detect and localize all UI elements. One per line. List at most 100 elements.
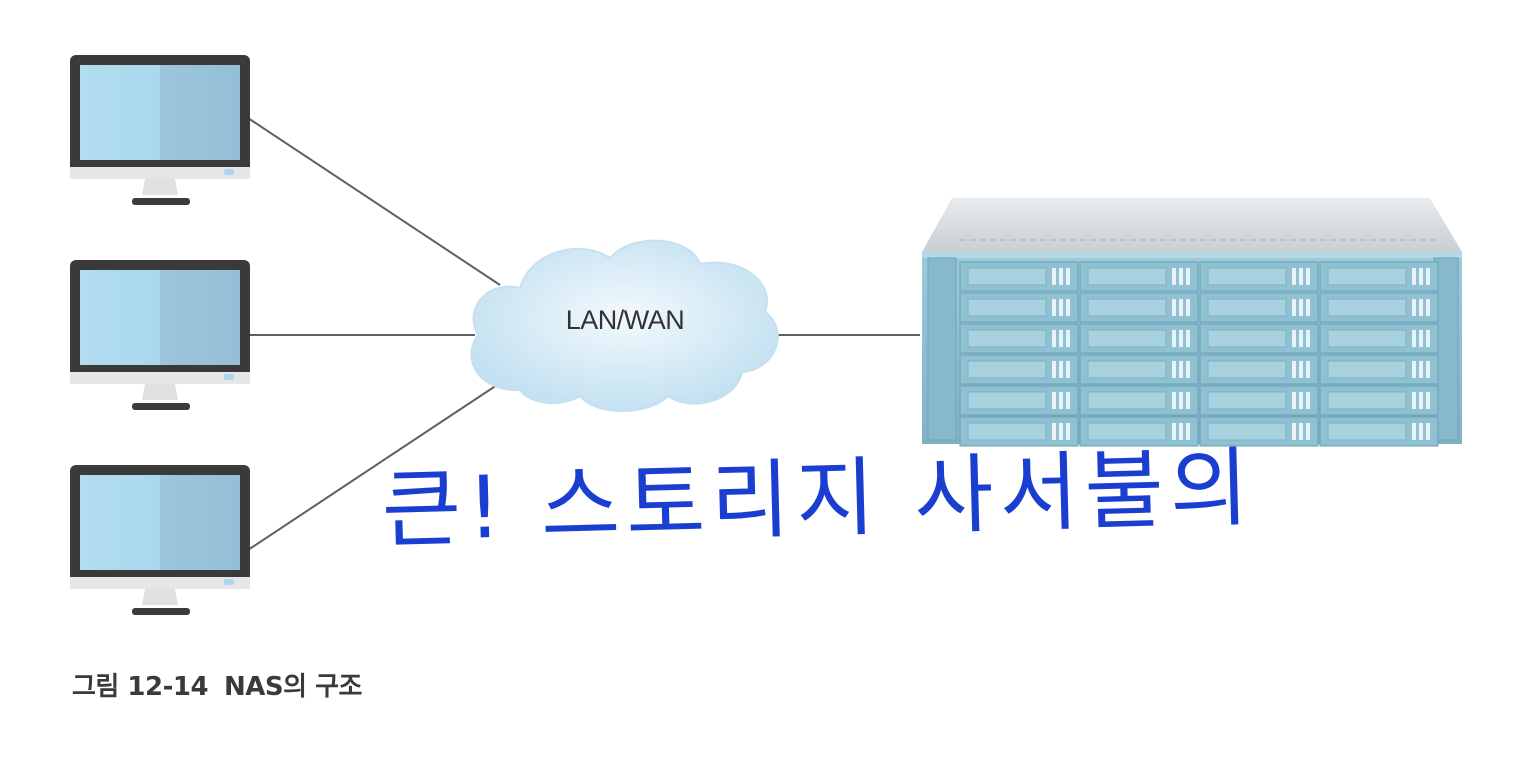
drive-bay-latch <box>1426 392 1430 409</box>
drive-bay-vent <box>967 360 1047 379</box>
drive-bay-latch <box>1052 299 1056 316</box>
drive-bay-latch <box>1306 268 1310 285</box>
drive-bay-latch <box>1299 361 1303 378</box>
drive-bay-latch <box>1179 361 1183 378</box>
drive-bay-vent <box>1087 422 1167 441</box>
drive-bay-vent <box>967 267 1047 286</box>
drive-bay-latch <box>1052 361 1056 378</box>
drive-bay-latch <box>1172 330 1176 347</box>
drive-bay-latch <box>1052 423 1056 440</box>
drive-bay-vent <box>1207 422 1287 441</box>
drive-bay-vent <box>1087 298 1167 317</box>
drive-bay-latch <box>1066 299 1070 316</box>
drive-bay-vent <box>967 329 1047 348</box>
drive-bay-latch <box>1059 361 1063 378</box>
drive-bay-vent <box>1087 329 1167 348</box>
drive-bay-latch <box>1292 268 1296 285</box>
drive-bay-latch <box>1059 392 1063 409</box>
drive-bay-latch <box>1412 423 1416 440</box>
drive-bay-latch <box>1292 330 1296 347</box>
drive-bay-latch <box>1292 361 1296 378</box>
monitor-icon <box>70 465 250 615</box>
drive-bay-latch <box>1066 268 1070 285</box>
drive-bay-latch <box>1059 299 1063 316</box>
drive-bay-vent <box>1327 298 1407 317</box>
drive-bay-latch <box>1179 299 1183 316</box>
drive-bay-vent <box>967 391 1047 410</box>
drive-bay-latch <box>1066 423 1070 440</box>
drive-bay-vent <box>1207 360 1287 379</box>
nas-server-icon <box>922 198 1462 447</box>
drive-bay-latch <box>1059 268 1063 285</box>
drive-bay-latch <box>1186 299 1190 316</box>
drive-bay-vent <box>1327 360 1407 379</box>
drive-bay-latch <box>1292 299 1296 316</box>
drive-bay-latch <box>1179 423 1183 440</box>
drive-bay-latch <box>1066 361 1070 378</box>
drive-bay-latch <box>1419 423 1423 440</box>
drive-bay-latch <box>1059 423 1063 440</box>
drive-bay-latch <box>1426 299 1430 316</box>
drive-bay-latch <box>1186 392 1190 409</box>
network-links <box>247 117 920 551</box>
drive-bay-latch <box>1426 330 1430 347</box>
drive-bay-latch <box>1299 268 1303 285</box>
drive-bay-latch <box>1052 330 1056 347</box>
drive-bay-latch <box>1412 361 1416 378</box>
drive-bay-vent <box>1087 391 1167 410</box>
drive-bay-latch <box>1292 392 1296 409</box>
drive-bay-latch <box>1172 268 1176 285</box>
drive-bay-latch <box>1412 330 1416 347</box>
drive-bay-latch <box>1172 392 1176 409</box>
drive-bay-latch <box>1412 299 1416 316</box>
drive-bay-latch <box>1426 268 1430 285</box>
drive-bay-vent <box>1207 298 1287 317</box>
drive-bay-latch <box>1419 268 1423 285</box>
drive-bay-vent <box>1207 391 1287 410</box>
cloud-icon <box>470 239 779 412</box>
drive-bay-latch <box>1426 361 1430 378</box>
drive-bay-latch <box>1186 268 1190 285</box>
drive-bay-latch <box>1419 392 1423 409</box>
link-pc1-cloud <box>247 117 501 286</box>
drive-bay-latch <box>1066 392 1070 409</box>
drive-bay-vent <box>1327 422 1407 441</box>
cloud-label: LAN/WAN <box>565 305 685 335</box>
drive-bay-latch <box>1179 392 1183 409</box>
drive-bay-latch <box>1172 423 1176 440</box>
monitor-icon <box>70 55 250 205</box>
drive-bay-vent <box>967 422 1047 441</box>
drive-bay-vent <box>1207 267 1287 286</box>
drive-bay-latch <box>1066 330 1070 347</box>
drive-bay-latch <box>1172 361 1176 378</box>
drive-bay-latch <box>1299 423 1303 440</box>
drive-bay-latch <box>1059 330 1063 347</box>
drive-bay-latch <box>1172 299 1176 316</box>
drive-bay-latch <box>1186 361 1190 378</box>
drive-bay-latch <box>1419 299 1423 316</box>
drive-bay-latch <box>1299 330 1303 347</box>
drive-bay-latch <box>1412 392 1416 409</box>
drive-bay-vent <box>1207 329 1287 348</box>
monitor-icon <box>70 260 250 410</box>
figure-title: NAS의 구조 <box>224 672 362 702</box>
drive-bay-latch <box>1306 392 1310 409</box>
drive-bay-vent <box>1327 329 1407 348</box>
drive-bay-vent <box>1327 267 1407 286</box>
drive-bay-latch <box>1412 268 1416 285</box>
drive-bay-vent <box>1087 360 1167 379</box>
drive-bay-latch <box>1186 330 1190 347</box>
drive-bay-latch <box>1299 299 1303 316</box>
handwritten-annotation: 큰! 스토리지 사서불의 <box>380 438 1257 561</box>
drive-bay-latch <box>1179 330 1183 347</box>
drive-bay-latch <box>1306 361 1310 378</box>
drive-bay-latch <box>1292 423 1296 440</box>
drive-bay-latch <box>1179 268 1183 285</box>
drive-bay-latch <box>1419 330 1423 347</box>
drive-bay-latch <box>1299 392 1303 409</box>
drive-bay-vent <box>967 298 1047 317</box>
drive-bay-vent <box>1087 267 1167 286</box>
